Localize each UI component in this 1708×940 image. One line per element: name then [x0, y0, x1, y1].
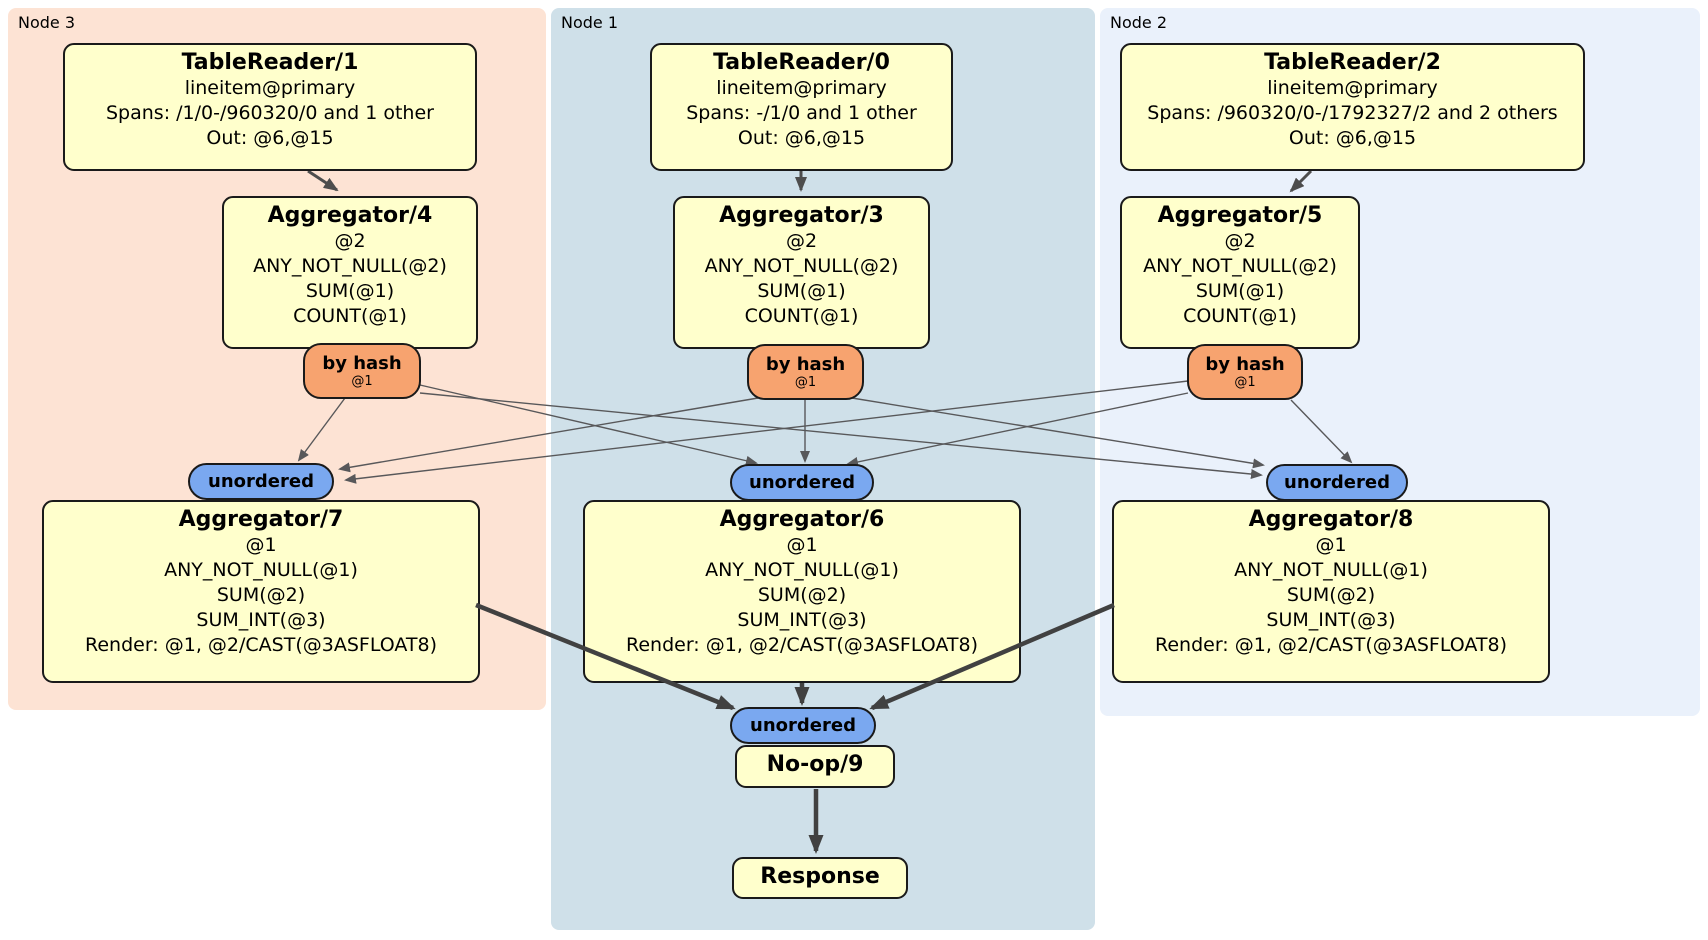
processor-detail: SUM(@2) — [216, 584, 306, 606]
processor-detail: ANY_NOT_NULL(@2) — [704, 255, 899, 277]
router-label: by hash — [322, 352, 402, 374]
processor-box-aggregator-6: Aggregator/6 @1 ANY_NOT_NULL(@1) SUM(@2)… — [583, 500, 1021, 683]
router-columns: @1 — [1234, 374, 1256, 390]
processor-detail: @1 — [786, 534, 818, 556]
processor-detail: SUM(@1) — [757, 280, 846, 302]
processor-box-aggregator-4: Aggregator/4 @2 ANY_NOT_NULL(@2) SUM(@1)… — [222, 196, 478, 349]
router-columns: @1 — [351, 373, 373, 389]
processor-title: Aggregator/8 — [1248, 507, 1414, 532]
processor-detail: @2 — [785, 230, 818, 252]
sync-unordered-node1: unordered — [730, 464, 874, 501]
processor-detail: lineitem@primary — [1267, 77, 1438, 99]
processor-detail: ANY_NOT_NULL(@2) — [1143, 255, 1337, 277]
sync-label: unordered — [750, 714, 856, 736]
router-label: by hash — [765, 353, 846, 375]
processor-detail: SUM(@1) — [1195, 280, 1285, 302]
sync-label: unordered — [749, 471, 855, 493]
processor-box-aggregator-3: Aggregator/3 @2 ANY_NOT_NULL(@2) SUM(@1)… — [673, 196, 930, 349]
processor-title: TableReader/1 — [181, 50, 359, 75]
processor-detail: ANY_NOT_NULL(@1) — [1234, 559, 1428, 581]
sync-label: unordered — [1284, 471, 1390, 493]
processor-detail: ANY_NOT_NULL(@1) — [164, 559, 358, 581]
processor-detail: Render: @1, @2/CAST(@3ASFLOAT8) — [1155, 634, 1507, 656]
router-label: by hash — [1205, 353, 1285, 375]
router-columns: @1 — [794, 374, 817, 390]
processor-box-tablereader-2: TableReader/2 lineitem@primary Spans: /9… — [1120, 43, 1585, 171]
processor-detail: COUNT(@1) — [744, 305, 859, 327]
processor-detail: SUM_INT(@3) — [737, 609, 867, 631]
processor-detail: COUNT(@1) — [1183, 305, 1297, 327]
processor-detail: Spans: /1/0-/960320/0 and 1 other — [106, 102, 434, 124]
processor-title: Aggregator/5 — [1157, 203, 1323, 228]
processor-detail: Render: @1, @2/CAST(@3ASFLOAT8) — [85, 634, 437, 656]
processor-detail: @1 — [1315, 534, 1347, 556]
processor-detail: COUNT(@1) — [293, 305, 407, 327]
processor-title: TableReader/0 — [713, 50, 890, 75]
processor-box-aggregator-8: Aggregator/8 @1 ANY_NOT_NULL(@1) SUM(@2)… — [1112, 500, 1550, 683]
processor-detail: Spans: /960320/0-/1792327/2 and 2 others — [1147, 102, 1558, 124]
processor-detail: ANY_NOT_NULL(@1) — [705, 559, 899, 581]
router-by-hash-node3: by hash @1 — [303, 343, 421, 399]
sync-unordered-final: unordered — [730, 707, 876, 744]
processor-title: Aggregator/4 — [267, 203, 433, 228]
processor-detail: ANY_NOT_NULL(@2) — [253, 255, 447, 277]
processor-box-noop-9: No-op/9 — [735, 745, 895, 788]
sync-label: unordered — [208, 470, 314, 492]
processor-box-tablereader-0: TableReader/0 lineitem@primary Spans: -/… — [650, 43, 953, 171]
processor-detail: lineitem@primary — [184, 77, 356, 99]
sync-unordered-node2: unordered — [1266, 464, 1408, 501]
processor-box-aggregator-5: Aggregator/5 @2 ANY_NOT_NULL(@2) SUM(@1)… — [1120, 196, 1360, 349]
processor-title: TableReader/2 — [1264, 50, 1441, 75]
processor-detail: Render: @1, @2/CAST(@3ASFLOAT8) — [626, 634, 978, 656]
router-by-hash-node1: by hash @1 — [747, 344, 864, 400]
region-label-node-2: Node 2 — [1110, 13, 1168, 32]
processor-detail: @1 — [245, 534, 277, 556]
sync-unordered-node3: unordered — [188, 463, 334, 500]
region-label-node-1: Node 1 — [561, 13, 619, 32]
region-label-node-3: Node 3 — [18, 13, 76, 32]
processor-title: Aggregator/3 — [719, 203, 884, 228]
processor-detail: @2 — [1224, 230, 1256, 252]
processor-detail: Out: @6,@15 — [206, 127, 334, 149]
processor-title: Aggregator/6 — [719, 507, 885, 532]
processor-box-tablereader-1: TableReader/1 lineitem@primary Spans: /1… — [63, 43, 477, 171]
processor-detail: @2 — [334, 230, 366, 252]
processor-title: Aggregator/7 — [178, 507, 344, 532]
processor-detail: SUM(@2) — [757, 584, 847, 606]
processor-detail: Out: @6,@15 — [737, 127, 866, 149]
processor-title: Response — [760, 864, 880, 889]
router-by-hash-node2: by hash @1 — [1187, 344, 1303, 400]
processor-box-response: Response — [732, 857, 908, 899]
processor-detail: Out: @6,@15 — [1288, 127, 1417, 149]
processor-detail: SUM(@1) — [305, 280, 395, 302]
processor-title: No-op/9 — [766, 752, 864, 777]
processor-detail: SUM_INT(@3) — [196, 609, 326, 631]
processor-detail: Spans: -/1/0 and 1 other — [686, 102, 917, 124]
processor-box-aggregator-7: Aggregator/7 @1 ANY_NOT_NULL(@1) SUM(@2)… — [42, 500, 480, 683]
processor-detail: lineitem@primary — [716, 77, 887, 99]
processor-detail: SUM(@2) — [1286, 584, 1376, 606]
processor-detail: SUM_INT(@3) — [1266, 609, 1396, 631]
